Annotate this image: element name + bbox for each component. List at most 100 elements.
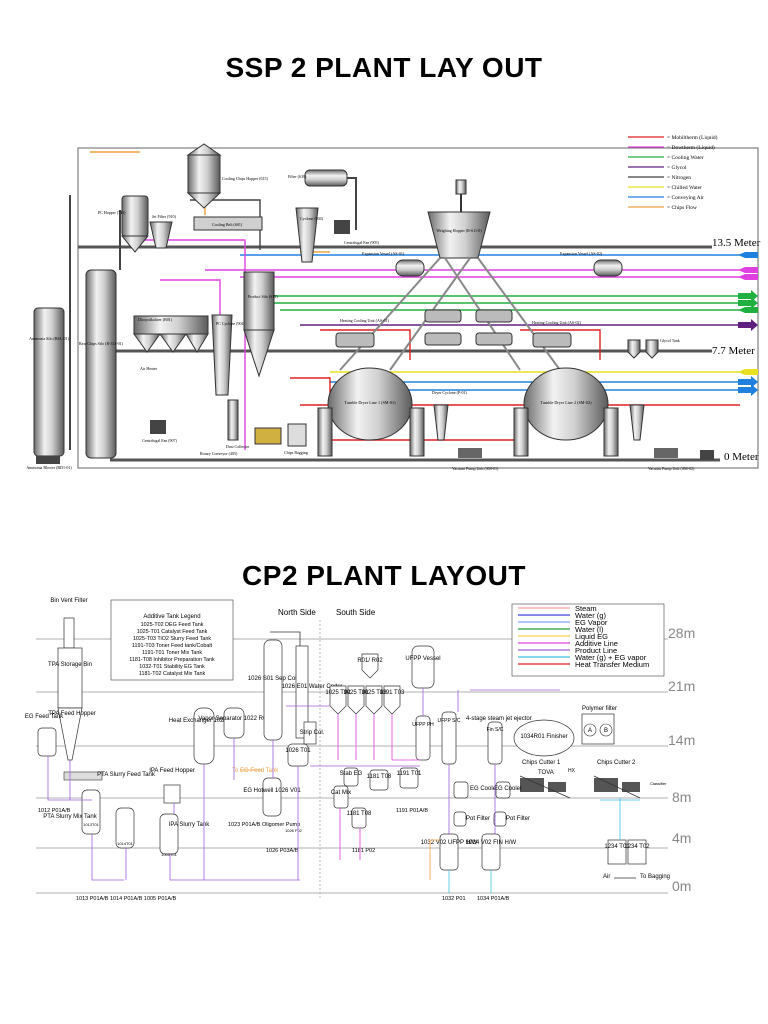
dryer-cyclone-label: Dryer Cyclone (P-01): [432, 390, 468, 395]
product-silo-cone: [243, 329, 275, 378]
cooling-hopper-top: [186, 143, 222, 156]
t1234-01-label: 1234 T01: [604, 844, 630, 850]
additive-legend-title: Additive Tank Legend: [143, 614, 200, 620]
cyclone-label: Cyclone (904): [300, 216, 324, 221]
weighing-hopper-label: Weighing Hopper (R-611-0): [436, 228, 482, 233]
tumble-dryer-2: [523, 367, 609, 441]
level-13-5: 13.5 Meter: [712, 237, 761, 249]
ufpp-vessel-label: UFPP Vessel: [405, 656, 440, 662]
ufpp-hw-label: 1032 V02 UFPP H/W: [421, 840, 478, 846]
raw-chips-pipe: [69, 195, 121, 450]
t1026-label: 1026 T01: [285, 748, 311, 754]
pot-filter-2-label: Pot Filter: [506, 816, 530, 822]
eg-cooler-1: [453, 781, 469, 799]
line-legend-swatches: [518, 607, 570, 665]
pot-filter-1: [453, 811, 467, 827]
tpa-storage-bin: [57, 647, 83, 709]
cutter-machine: [520, 778, 544, 792]
fin-sc-label: Fin S/C: [487, 727, 504, 733]
mobil-line: [320, 329, 411, 360]
legend-label: = Nitrogen: [667, 175, 691, 181]
cooling-belt-label: Cooling Belt (601): [212, 222, 243, 227]
t1234-02-label: 1234 T02: [624, 844, 650, 850]
additive-item: 1032-T01 Stability EG Tank: [139, 664, 205, 670]
level-7-7: 7.7 Meter: [712, 345, 755, 357]
vacuum-pump-1-label: Vacuum Pump Unit (SM-01): [452, 466, 499, 471]
heat-exchanger-label: Heat Exchanger 1022 E01: [169, 718, 240, 724]
centrifugal-fan-top-label: Centrifugal Fan (905): [344, 240, 380, 245]
arrow-icon: [738, 384, 758, 396]
ufpp-vessel: [411, 645, 435, 689]
p1032-label: 1032 P01: [442, 896, 466, 902]
vapor-separator: [223, 707, 245, 739]
expansion-vessel-1-label: Expansion Vessel (AS-01): [362, 251, 405, 256]
tank-1191-t03: [383, 685, 401, 715]
line-arrows: [738, 252, 758, 396]
raw-chips-silo-label: Raw Chips Silo (R-311-01): [79, 341, 124, 346]
additive-tanks: [329, 653, 419, 829]
t1181-08-label: 1181 T08: [367, 774, 392, 780]
dryer-support: [603, 407, 619, 457]
legend-label: Liquid EG: [575, 632, 608, 641]
additive-tank-labels: 1025 T02 1025 T01 1025 T03 1191 T03 R01/…: [325, 658, 422, 817]
arrow-icon: [738, 297, 758, 309]
dust-collector-label: Dust Collector: [226, 444, 250, 449]
t1025-01-label: 1025 T01: [343, 690, 369, 696]
t1025-02-label: 1025 T02: [325, 690, 351, 696]
p1026f-label: 1026 F02: [285, 828, 303, 833]
dryer-support: [513, 407, 529, 457]
tank-1005-label: 1005T01: [161, 852, 178, 857]
polymer-filter-label: Polymer filter: [582, 706, 617, 712]
cooling-hopper-cone: [186, 192, 222, 209]
additive-item: 1181-T02 Catalyst Mix Tank: [139, 671, 206, 677]
tumble-dryer-1: [327, 367, 413, 441]
jet-filter-label: Jet Filter (910): [152, 214, 176, 219]
level-14m: 14m: [668, 732, 695, 748]
deox-cone: [133, 333, 161, 353]
pc-cyclone: [211, 314, 233, 396]
ipa-feed-hopper: [163, 784, 181, 804]
weighing-chutes: [339, 257, 561, 371]
dryer-support: [317, 407, 333, 457]
oligomer-pump-label: 1023 P01A/B Oligomer Pump: [228, 822, 300, 828]
ufpp-ph-label: UFPP PH: [412, 722, 434, 728]
eg-cooler-1-label: EG Cooler: [470, 786, 498, 792]
glycol-tank-a: [627, 339, 641, 359]
utility-lines: [130, 199, 740, 450]
t1191-03-label: 1191 T03: [380, 690, 405, 696]
t1191-01-label: 1191 T01: [397, 771, 422, 777]
centrifugal-fan-low: [150, 420, 166, 434]
legend-label: Steam: [575, 604, 597, 613]
legend-label: = Chilled Water: [667, 185, 702, 191]
additive-item: 1191-T01 Toner Mix Tank: [142, 650, 203, 656]
dryer-support: [409, 407, 425, 457]
centrifugal-fan-top: [334, 220, 350, 234]
arrow-icon: [738, 252, 758, 258]
heater-module: [475, 332, 513, 346]
legend-label: = Glycol: [667, 165, 687, 171]
additive-item: 1181-T08 Inhibitor Preparation Tank: [129, 657, 215, 663]
chips-bagging: [287, 423, 307, 447]
deox-cone: [159, 333, 187, 353]
ufpp-sc-label: UFPP S/C: [438, 718, 461, 724]
p1034-label: 1034 P01A/B: [477, 896, 510, 902]
p1026-label: 1026 P03A/B: [266, 848, 299, 854]
tank-1025-t01: [347, 685, 365, 715]
pta-slurry-feed-label: PTA Slurry Feed Tank: [97, 772, 156, 778]
heater-module: [424, 332, 462, 346]
arrow-icon: [738, 319, 758, 331]
eg-cooler-2-label: EG Cooler: [494, 786, 522, 792]
pta-slurry-mix-tank: [81, 789, 101, 835]
expansion-vessel-2: [593, 259, 623, 277]
arrow-icon: [738, 376, 758, 388]
cp2-level-labels: 28m 21m 14m 8m 4m 0m: [668, 625, 695, 894]
cp2-diagram: 28m 21m 14m 8m 4m 0m North Side South Si…: [25, 598, 695, 902]
air-heater-label: Air Heater: [140, 366, 158, 371]
tpa-feed-hopper-label: TPA Feed Hopper: [48, 711, 96, 717]
mobil-line: [520, 329, 601, 360]
p1191-label: 1191 P01A/B: [396, 808, 428, 814]
glycol-tank-b: [645, 339, 659, 359]
ammonia-silo: [33, 307, 65, 457]
legend-label: = Mobiltherm (Liquid): [667, 134, 718, 141]
